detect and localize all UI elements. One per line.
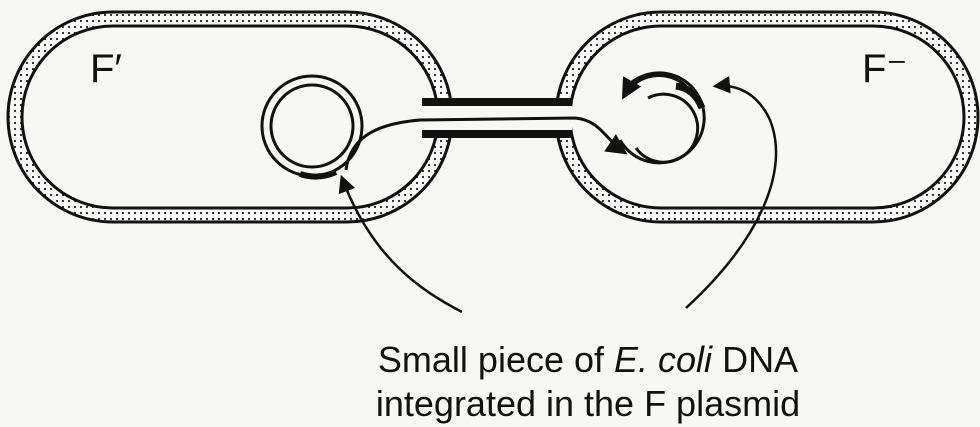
caption-line-2: integrated in the F plasmid: [376, 383, 800, 424]
recipient-cell-label: F⁻: [862, 47, 908, 91]
caption-line-1-before: Small piece of: [378, 339, 614, 380]
caption-line-1-after: DNA: [712, 339, 798, 380]
left-cell: [8, 12, 452, 222]
caption-species-name: E. coli: [614, 339, 713, 380]
right-cell: [556, 12, 978, 222]
caption-line-1: Small piece of E. coli DNA: [378, 339, 798, 380]
donor-cell-label: F′: [90, 47, 122, 91]
